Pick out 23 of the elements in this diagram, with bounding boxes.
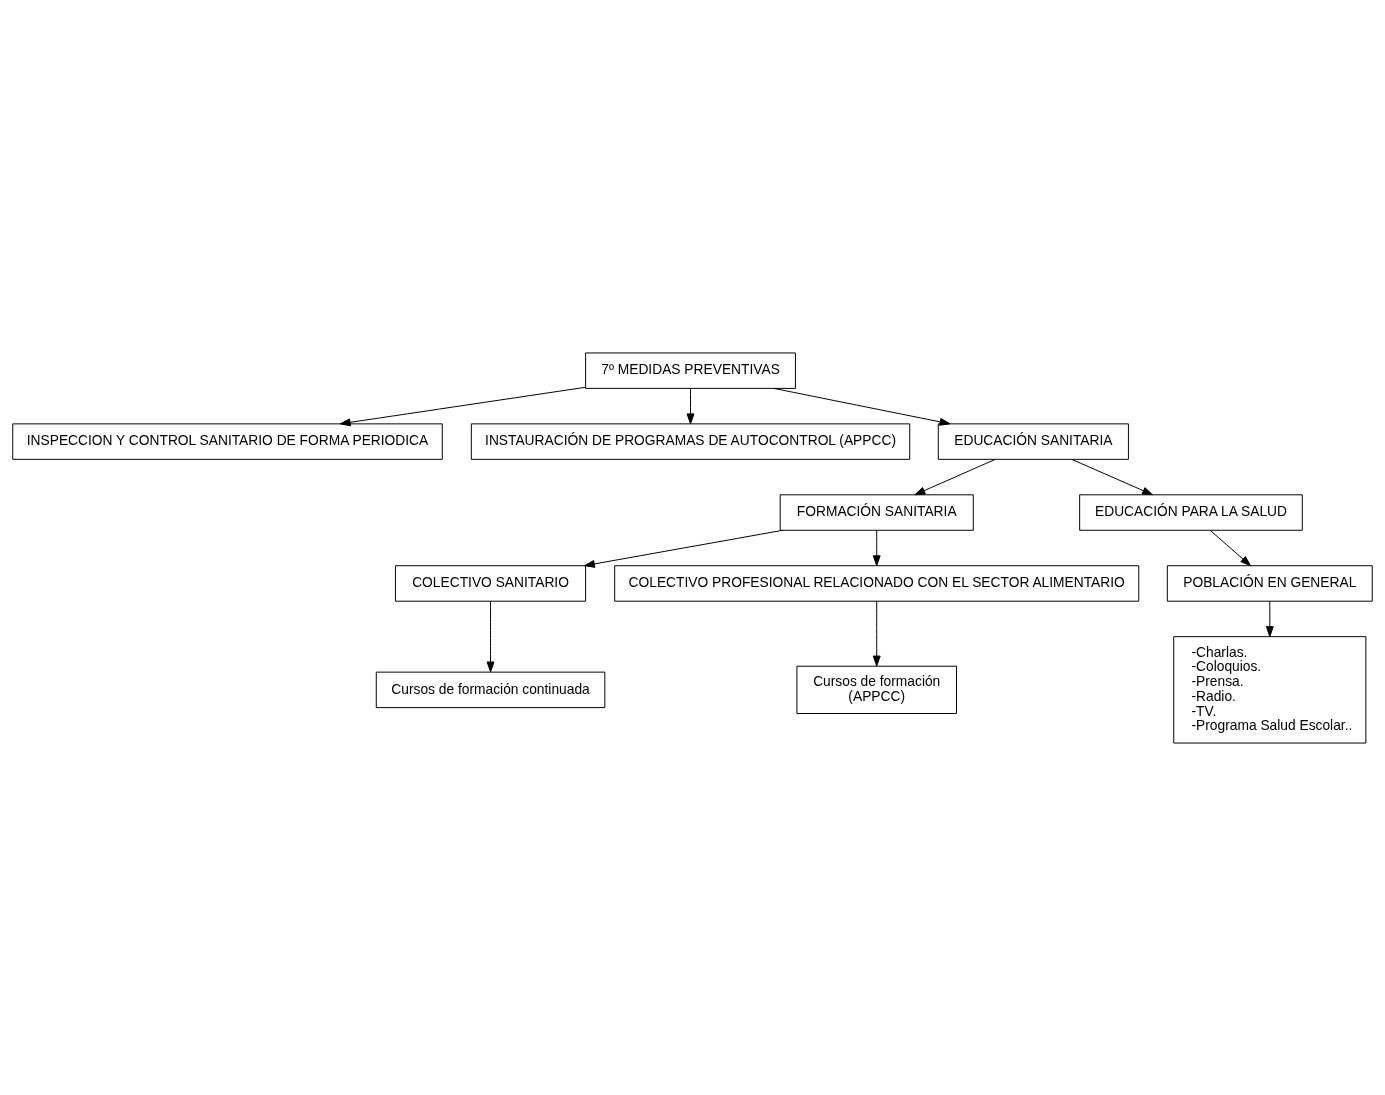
- node-box: 7º MEDIDAS PREVENTIVAS: [585, 351, 796, 389]
- node-box: COLECTIVO PROFESIONAL RELACIONADO CON EL SECTOR ALIMENTARIO: [614, 564, 1140, 602]
- arrow: [686, 387, 695, 424]
- arrow: [584, 529, 784, 568]
- node-box: FORMACIÓN SANITARIA: [779, 493, 974, 531]
- arrow: [773, 387, 951, 426]
- node-box: EDUCACIÓN SANITARIA: [937, 422, 1129, 460]
- node-box: POBLACIÓN EN GENERAL: [1166, 564, 1373, 602]
- arrow: [339, 386, 586, 426]
- node-box: Cursos de formación (APPCC): [796, 665, 957, 714]
- node-box: INSPECCION Y CONTROL SANITARIO DE FORMA PERIODICA: [12, 422, 443, 460]
- arrow: [486, 600, 495, 672]
- node-box: Cursos de formación continuada: [375, 671, 606, 708]
- node-box: -Charlas. -Coloquios. -Prensa. -Radio. -TV. -Programa Salud Escolar..: [1173, 635, 1367, 744]
- arrow: [872, 529, 881, 566]
- arrow: [914, 458, 996, 495]
- arrow: [1071, 458, 1154, 495]
- node-box: COLECTIVO SANITARIO: [395, 564, 587, 602]
- arrow: [872, 600, 881, 666]
- node-box: EDUCACIÓN PARA LA SALUD: [1079, 493, 1303, 531]
- arrow: [1265, 600, 1274, 637]
- arrow: [1209, 529, 1252, 566]
- node-box: INSTAURACIÓN DE PROGRAMAS DE AUTOCONTROL (APPCC): [470, 422, 911, 460]
